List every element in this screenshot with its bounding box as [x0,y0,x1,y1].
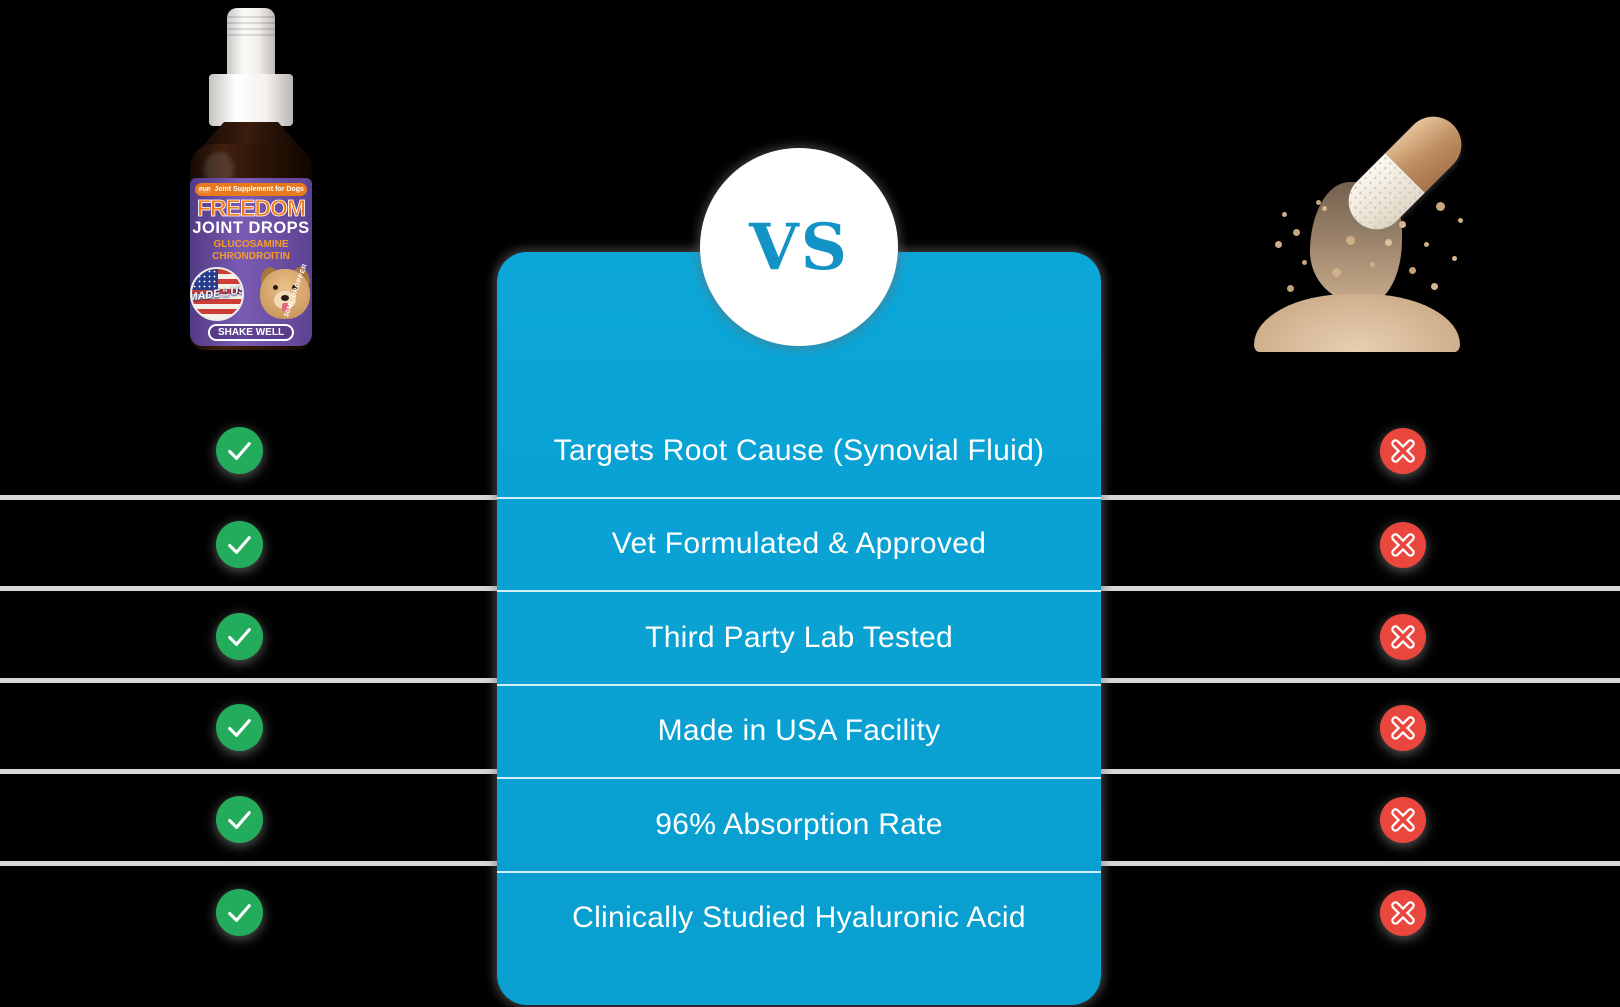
dog-eye-icon [292,284,297,290]
feature-row: Clinically Studied Hyaluronic Acid [497,870,1101,965]
feature-row: Vet Formulated & Approved [497,496,1101,591]
dropper-bulb [227,8,275,78]
feature-row: Targets Root Cause (Synovial Fluid) [553,433,1045,467]
cross-icon [1380,428,1426,474]
dropper-cap [209,74,293,126]
powder-mound [1254,294,1460,352]
dog-eye-icon [273,284,278,290]
label-subtitle: JOINT DROPS [192,218,310,237]
comparison-card: Targets Root Cause (Synovial Fluid) Vet … [497,252,1101,1005]
label-title: FREEDOM [197,195,307,221]
brand-logo: PUP [198,186,212,193]
cross-icon [1380,614,1426,660]
feature-row: 96% Absorption Rate [497,777,1101,871]
label-badges: MADE IN THE US [190,264,312,323]
ingredient-line-1: GLUCOSAMINE [213,239,289,251]
shake-well-badge: SHAKE WELL [207,324,295,341]
check-icon [216,889,263,936]
made-in-us-text: MADE IN THE US [190,269,244,319]
cross-icon [1380,522,1426,568]
check-icon [216,427,263,474]
dog-nose-icon [281,294,289,301]
label-ingredients: GLUCOSAMINE CHRONDROITIN [190,239,312,261]
vs-badge: VS [700,148,898,346]
cross-icon [1380,705,1426,751]
left-product-bottle-image: PUP Joint Supplement for Dogs FREEDOM JO… [188,8,314,350]
puppy-illustration [257,264,312,319]
check-icon [216,796,263,843]
made-in-us-flag-badge: MADE IN THE US [190,266,244,321]
ingredient-line-2: CHRONDROITIN [212,250,290,262]
vs-label: VS [749,209,849,285]
badge-us: US [229,283,244,298]
capsule-icon [1337,105,1473,241]
dog-tongue-icon [282,302,289,312]
badge-in-the: IN THE [221,286,231,298]
bottle-label: PUP Joint Supplement for Dogs FREEDOM JO… [190,178,312,346]
check-icon [216,521,263,568]
check-icon [216,704,263,751]
badge-made: MADE [190,287,222,304]
label-banner: PUP Joint Supplement for Dogs [195,183,307,196]
powder-specks [1282,212,1287,217]
flag-canton [192,268,218,290]
cross-icon [1380,890,1426,936]
feature-row: Third Party Lab Tested [497,590,1101,684]
label-banner-text: Joint Supplement for Dogs [214,186,304,193]
cross-icon [1380,797,1426,843]
feature-row: Made in USA Facility [497,683,1101,778]
right-product-capsule-image [1252,102,1473,352]
check-icon [216,613,263,660]
